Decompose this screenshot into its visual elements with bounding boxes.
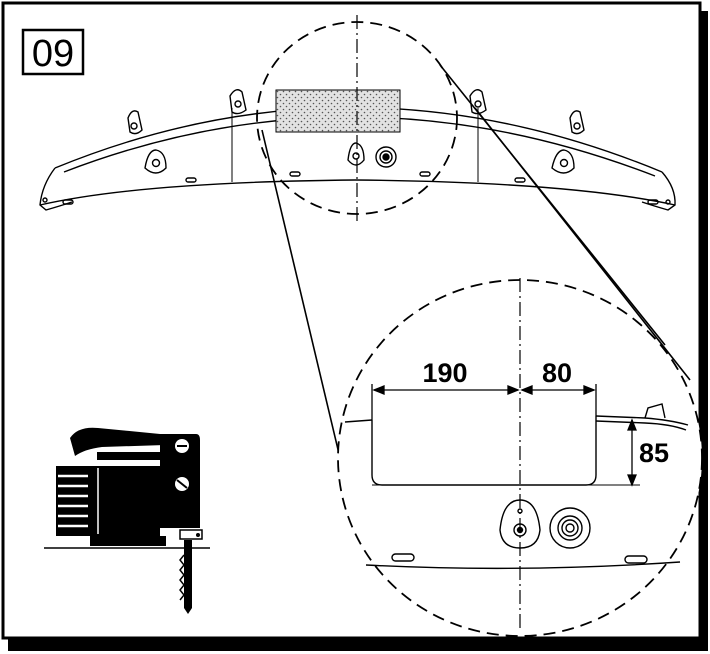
leader-lines (261, 64, 691, 501)
saw-blade (184, 540, 192, 614)
mounting-tab (127, 110, 143, 135)
mounting-tab (644, 403, 666, 419)
cut-area-overview (275, 89, 401, 133)
dimension-left-width: 190 (422, 358, 467, 388)
dimension-lines (371, 384, 637, 487)
detail-magnified: 190 80 85 (337, 278, 703, 637)
mounting-tab (347, 142, 365, 166)
dimension-right-width: 80 (542, 358, 572, 388)
dimension-height: 85 (639, 438, 669, 468)
mounting-tab (144, 149, 167, 174)
bumper-overview (39, 89, 676, 211)
bumper-bottom-edge (39, 179, 676, 206)
mounting-tab (569, 110, 585, 135)
step-badge: 09 (21, 28, 85, 76)
step-number: 09 (32, 33, 74, 75)
mounting-tab (469, 89, 487, 115)
mounting-tab (229, 89, 247, 115)
jigsaw-icon (44, 427, 210, 614)
bolt-boss (549, 507, 591, 549)
mounting-tab (551, 149, 575, 174)
bolt-boss (375, 146, 397, 168)
mounting-tab (499, 499, 541, 549)
